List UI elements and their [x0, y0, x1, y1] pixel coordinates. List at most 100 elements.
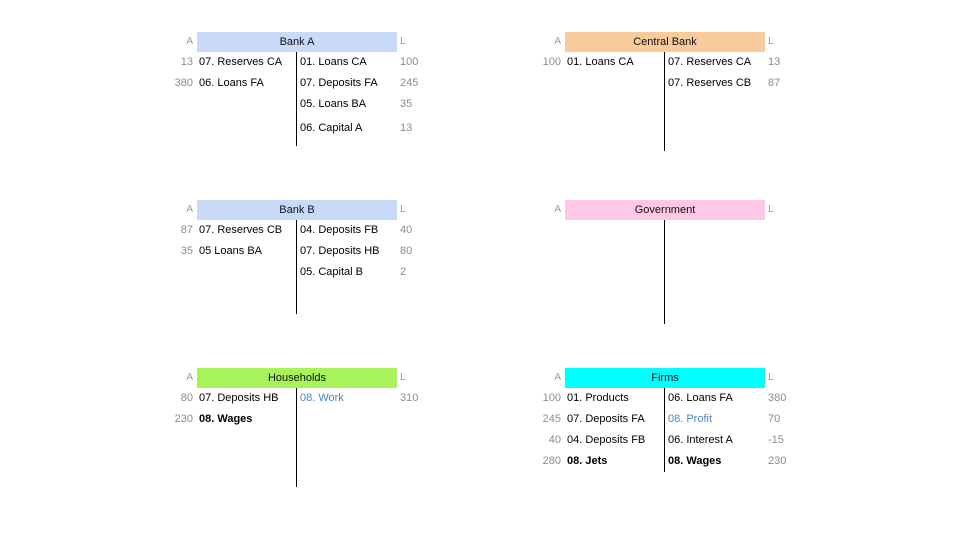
asset-item: 06. Loans FA	[199, 77, 264, 89]
account-central-bank: A Central Bank L 100 01. Loans CA 07. Re…	[543, 32, 780, 151]
table-row: 05. Loans BA 35	[197, 94, 412, 114]
t-account-divider	[296, 220, 297, 314]
account-firms: A Firms L 100 01. Products 06. Loans FA …	[543, 368, 786, 472]
asset-value: 100	[542, 56, 561, 68]
t-account-divider	[296, 388, 297, 487]
asset-value: 87	[180, 224, 193, 236]
table-row: 100 01. Loans CA 07. Reserves CA 13	[543, 52, 781, 72]
t-account-divider	[664, 388, 665, 472]
assets-side-label: A	[554, 36, 561, 47]
liability-value: 100	[400, 56, 419, 68]
liability-item: 06. Capital A	[300, 122, 363, 134]
liability-item: 05. Capital B	[300, 266, 363, 278]
liability-item: 06. Interest A	[668, 434, 733, 446]
asset-item: 01. Loans CA	[567, 56, 634, 68]
account-title: Bank B	[197, 200, 397, 220]
liability-item: 06. Loans FA	[668, 392, 733, 404]
asset-item: 08. Wages	[199, 413, 253, 425]
account-title: Firms	[565, 368, 765, 388]
asset-value: 245	[542, 413, 561, 425]
asset-item: 04. Deposits FB	[567, 434, 646, 446]
liability-item: 07. Reserves CB	[668, 77, 752, 89]
assets-side-label: A	[186, 36, 193, 47]
table-row: 100 01. Products 06. Loans FA 380	[543, 388, 787, 408]
table-row: 35 05 Loans BA 07. Deposits HB 80	[181, 241, 413, 261]
liability-value: -15	[768, 434, 784, 446]
liability-value: 35	[400, 98, 413, 110]
account-header: A Bank B L	[186, 200, 406, 220]
assets-side-label: A	[186, 372, 193, 383]
asset-item: 08. Jets	[567, 455, 608, 467]
t-account-divider	[664, 52, 665, 151]
asset-value: 35	[180, 245, 193, 257]
liabilities-side-label: L	[400, 204, 406, 215]
t-account-divider	[664, 220, 665, 324]
asset-item: 05 Loans BA	[199, 245, 262, 257]
asset-value: 40	[548, 434, 561, 446]
account-title: Households	[197, 368, 397, 388]
asset-value: 100	[542, 392, 561, 404]
liability-item: 08. Wages	[668, 455, 722, 467]
table-row: 05. Capital B 2	[197, 262, 406, 282]
table-row: 13 07. Reserves CA 01. Loans CA 100	[181, 52, 419, 72]
table-row: 80 07. Deposits HB 08. Work 310	[181, 388, 419, 408]
asset-value: 13	[180, 56, 193, 68]
t-account-divider	[296, 52, 297, 146]
liability-value: 70	[768, 413, 781, 425]
account-title: Bank A	[197, 32, 397, 52]
account-households: A Households L 80 07. Deposits HB 08. Wo…	[175, 368, 418, 487]
liability-item: 08. Work	[300, 392, 344, 404]
account-header: A Central Bank L	[554, 32, 774, 52]
liability-value: 2	[400, 266, 407, 278]
asset-value: 80	[180, 392, 193, 404]
liability-value: 87	[768, 77, 781, 89]
asset-item: 07. Reserves CA	[199, 56, 283, 68]
liabilities-side-label: L	[768, 36, 774, 47]
liability-value: 230	[768, 455, 787, 467]
liability-value: 40	[400, 224, 413, 236]
asset-item: 07. Deposits FA	[567, 413, 645, 425]
liabilities-side-label: L	[400, 372, 406, 383]
liability-item: 05. Loans BA	[300, 98, 367, 110]
table-row: 230 08. Wages	[175, 409, 397, 429]
liability-value: 13	[768, 56, 781, 68]
asset-value: 230	[174, 413, 193, 425]
liability-value: 310	[400, 392, 419, 404]
assets-side-label: A	[554, 372, 561, 383]
liability-item: 07. Reserves CA	[668, 56, 752, 68]
liability-value: 245	[400, 77, 419, 89]
account-header: A Bank A L	[186, 32, 406, 52]
account-header: A Firms L	[554, 368, 774, 388]
asset-item: 01. Products	[567, 392, 629, 404]
liability-value: 80	[400, 245, 413, 257]
table-row: 06. Capital A 13	[197, 118, 412, 138]
account-bank-a: A Bank A L 13 07. Reserves CA 01. Loans …	[175, 32, 418, 146]
account-title: Government	[565, 200, 765, 220]
liability-item: 07. Deposits HB	[300, 245, 380, 257]
account-header: A Government L	[554, 200, 774, 220]
asset-item: 07. Deposits HB	[199, 392, 279, 404]
liabilities-side-label: L	[400, 36, 406, 47]
liability-item: 07. Deposits FA	[300, 77, 378, 89]
table-row: 280 08. Jets 08. Wages 230	[543, 451, 787, 471]
liabilities-side-label: L	[768, 372, 774, 383]
asset-item: 07. Reserves CB	[199, 224, 283, 236]
liability-value: 13	[400, 122, 413, 134]
liabilities-side-label: L	[768, 204, 774, 215]
account-header: A Households L	[186, 368, 406, 388]
table-row: 87 07. Reserves CB 04. Deposits FB 40	[181, 220, 413, 240]
table-row: 07. Reserves CB 87	[565, 73, 780, 93]
asset-value: 380	[174, 77, 193, 89]
liability-item: 08. Profit	[668, 413, 713, 425]
account-government: A Government L	[554, 200, 774, 324]
account-bank-b: A Bank B L 87 07. Reserves CB 04. Deposi…	[181, 200, 412, 314]
account-title: Central Bank	[565, 32, 765, 52]
assets-side-label: A	[554, 204, 561, 215]
table-row: 245 07. Deposits FA 08. Profit 70	[543, 409, 781, 429]
table-row: 40 04. Deposits FB 06. Interest A -15	[549, 430, 784, 450]
table-row: 380 06. Loans FA 07. Deposits FA 245	[175, 73, 419, 93]
liability-item: 04. Deposits FB	[300, 224, 379, 236]
asset-value: 280	[542, 455, 561, 467]
liability-value: 380	[768, 392, 787, 404]
liability-item: 01. Loans CA	[300, 56, 367, 68]
